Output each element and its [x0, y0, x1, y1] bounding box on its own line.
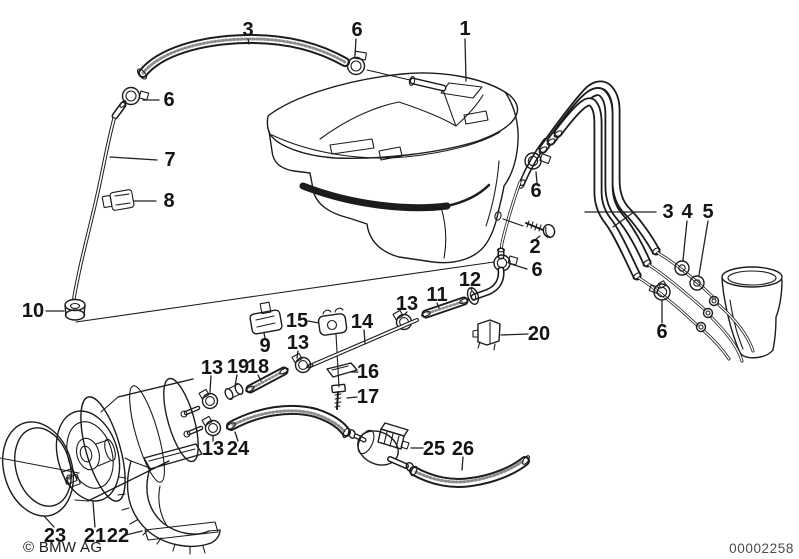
hose-clamp-13b: [291, 352, 312, 374]
hose-clamp-13d: [201, 415, 222, 437]
pump-cradle-22: [117, 443, 221, 555]
callout-label-13: 13: [201, 357, 223, 379]
callout-label-12: 12: [459, 269, 481, 291]
mid-elbow-assembly: [392, 247, 519, 331]
plate-number: 00002258: [729, 541, 794, 556]
callout-label-6: 6: [351, 19, 362, 41]
pump-inlet-parts: [180, 366, 289, 438]
breather-hose-bundle: [538, 80, 661, 281]
bracket-20: [472, 319, 501, 351]
callout-label-6: 6: [163, 89, 174, 111]
valve-assembly: [225, 404, 530, 488]
bracket-16: [326, 362, 358, 378]
callout-label-8: 8: [163, 190, 174, 212]
vent-hose-top: [136, 33, 350, 80]
callout-label-6: 6: [656, 321, 667, 343]
grommet-10: [64, 298, 86, 321]
vent-pipes-right: [637, 251, 755, 363]
pipe-clip-9: [249, 301, 283, 335]
leader-lines: [43, 38, 709, 536]
callout-label-13: 13: [202, 438, 224, 460]
vent-pipe-14-assembly: [249, 301, 419, 410]
hose-clamp-right: [648, 280, 671, 301]
callout-label-13: 13: [396, 293, 418, 315]
callout-label-6: 6: [530, 180, 541, 202]
callout-label-17: 17: [357, 386, 379, 408]
callout-label-4: 4: [681, 201, 693, 223]
hose-clamp-13c: [198, 388, 219, 410]
callout-label-10: 10: [22, 300, 44, 322]
callout-label-25: 25: [423, 438, 445, 460]
ferrule-19: [224, 383, 244, 400]
grommet-5: [689, 275, 705, 291]
callout-label-22: 22: [107, 525, 129, 547]
callout-label-24: 24: [227, 438, 250, 460]
callout-label-18: 18: [247, 356, 269, 378]
callout-label-11: 11: [426, 284, 447, 306]
fuel-pump-assembly: [0, 377, 221, 555]
callout-label-14: 14: [351, 311, 374, 333]
callout-label-13: 13: [287, 332, 309, 354]
cable-clip-8: [101, 189, 135, 211]
callout-label-19: 19: [227, 356, 249, 378]
callout-label-2: 2: [529, 236, 540, 258]
expansion-tank: [266, 69, 519, 264]
callout-label-6: 6: [531, 259, 542, 281]
callout-label-26: 26: [452, 438, 474, 460]
pump-body-21: [55, 377, 199, 502]
callout-label-3: 3: [242, 19, 253, 41]
pipe-clamp-15: [317, 307, 348, 336]
filler-neck: [721, 266, 783, 359]
screw-2: [502, 218, 556, 239]
vent-valve-25: [357, 422, 415, 473]
callout-label-15: 15: [286, 310, 308, 332]
callout-label-16: 16: [357, 361, 379, 383]
left-vent-line: [64, 86, 150, 321]
callout-label-20: 20: [528, 323, 550, 345]
screw-17: [331, 383, 346, 410]
grommet-4: [674, 260, 690, 276]
copyright-notice: © BMW AG: [23, 539, 103, 556]
callout-label-7: 7: [164, 149, 175, 171]
callout-label-9: 9: [259, 335, 270, 357]
callout-label-23: 23: [44, 525, 66, 547]
vent-pipe-run: [75, 261, 495, 323]
callout-label-21: 21: [84, 525, 106, 547]
hose-clamp-top: [346, 50, 367, 76]
callout-label-5: 5: [702, 201, 713, 223]
callout-label-3: 3: [662, 201, 673, 223]
callout-label-1: 1: [459, 18, 470, 40]
